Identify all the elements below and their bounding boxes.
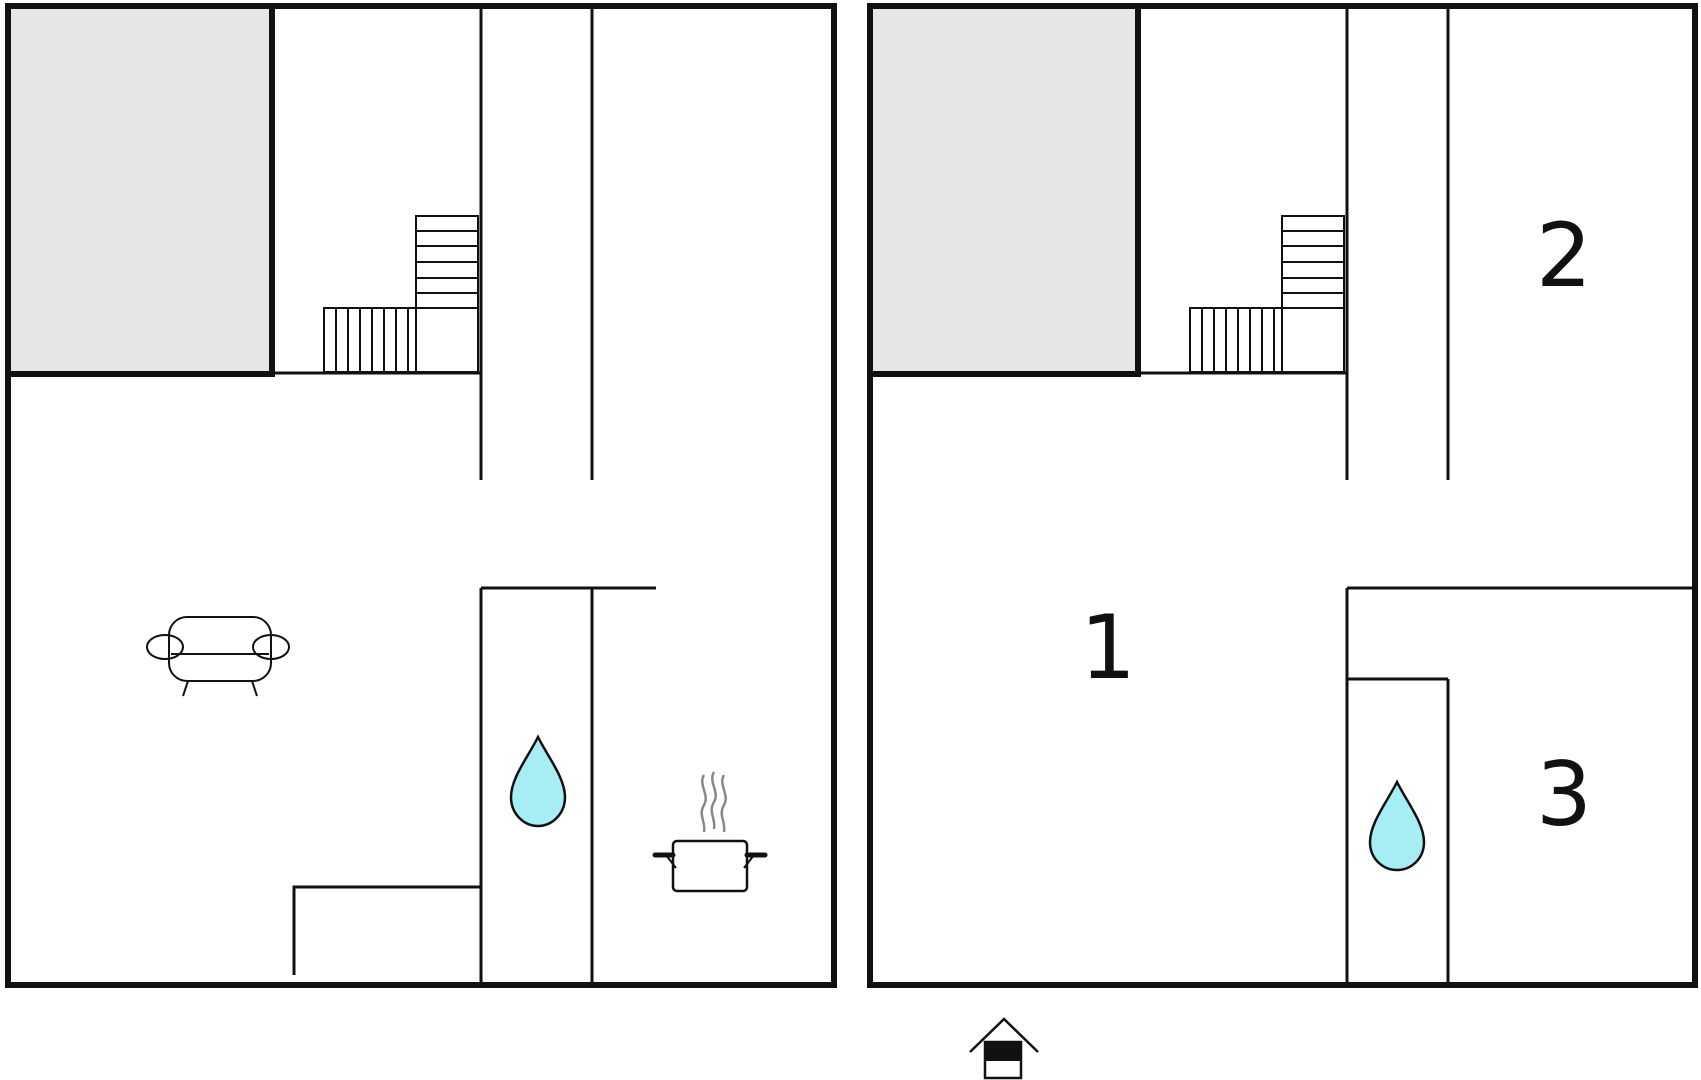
ground-floor-plan: [5, 3, 837, 988]
interior-wall: [292, 885, 481, 975]
room-number-2: 2: [1536, 204, 1592, 307]
sofa-icon: [146, 616, 290, 697]
upper-floor-plan: 1 2 3: [867, 3, 1698, 988]
shaded-area: [8, 6, 272, 374]
outer-wall: [5, 3, 275, 377]
room-number-1: 1: [1080, 596, 1136, 699]
stairs-icon: [323, 215, 479, 373]
water-drop-icon: [1368, 779, 1426, 872]
cooking-pot-icon: [652, 771, 768, 893]
shaded-area: [870, 6, 1138, 374]
entrance-house-icon: [969, 1017, 1039, 1080]
stairs-icon: [1189, 215, 1345, 373]
water-drop-icon: [509, 734, 567, 828]
room-number-3: 3: [1536, 743, 1592, 846]
outer-wall: [867, 3, 1141, 377]
